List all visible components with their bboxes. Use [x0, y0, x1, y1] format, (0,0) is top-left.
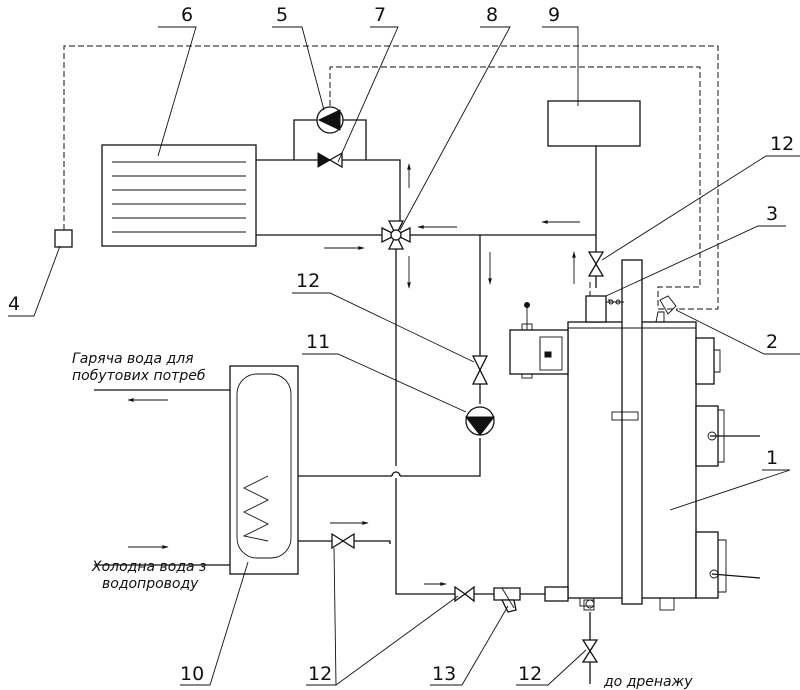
callout-6: 6	[181, 4, 193, 26]
callout-12-bottom: 12	[308, 663, 332, 685]
callout-1: 1	[766, 447, 778, 469]
pump-icon	[464, 406, 496, 436]
callout-13: 13	[432, 663, 456, 685]
cold-water-label-1: Холодна вода з	[91, 559, 207, 575]
callout-10: 10	[180, 663, 204, 685]
valve-icon	[471, 355, 489, 385]
callout-12-top: 12	[770, 133, 794, 155]
hot-water-label-1: Гаряча вода для	[72, 351, 194, 367]
radiator	[101, 144, 257, 247]
valve-icon	[581, 639, 599, 663]
leader-lines	[8, 26, 800, 686]
callout-12-drain: 12	[518, 663, 542, 685]
callout-7: 7	[374, 4, 386, 26]
valve-icon	[331, 532, 355, 550]
callout-11: 11	[306, 331, 330, 353]
flow-arrows	[127, 163, 580, 586]
drain-label: до дренажу	[603, 674, 693, 690]
room-sensor	[54, 229, 73, 248]
cold-water-label-2: водопроводу	[102, 576, 199, 592]
callout-5: 5	[276, 4, 288, 26]
valve-icon	[587, 251, 605, 277]
valve-icon	[317, 151, 343, 169]
callout-8: 8	[486, 4, 498, 26]
boiler	[509, 259, 761, 611]
water-heater	[229, 365, 299, 575]
callout-9: 9	[548, 4, 560, 26]
expansion-tank	[547, 100, 641, 147]
callout-12-mid: 12	[296, 270, 320, 292]
three-way-valve-icon	[381, 220, 411, 250]
callout-3: 3	[766, 203, 778, 225]
valve-icon	[454, 585, 475, 603]
callout-4: 4	[8, 293, 20, 315]
callouts: 6 5 7 8 9 12 3 2 4 12 11 1 10 12 13 12	[8, 4, 794, 685]
hot-water-label-2: побутових потреб	[72, 368, 206, 384]
strainer-icon	[493, 587, 521, 613]
piping	[94, 119, 597, 684]
text-labels: Гаряча вода для побутових потреб Холодна…	[72, 351, 693, 690]
pump-icon	[316, 106, 344, 134]
callout-2: 2	[766, 331, 778, 353]
